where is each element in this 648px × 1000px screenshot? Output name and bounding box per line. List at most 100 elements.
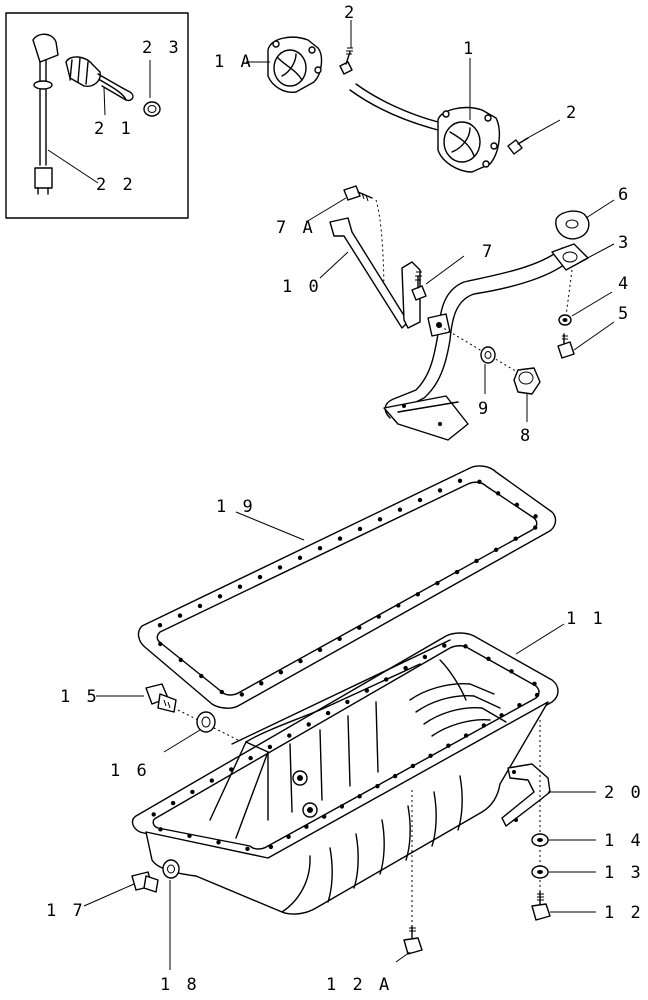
gasket-part-6	[555, 199, 615, 240]
bolt-hole	[517, 703, 522, 708]
bolt-part-12a	[395, 925, 423, 963]
callout-12: 1 2	[604, 903, 644, 923]
bolt-hole	[317, 647, 323, 653]
callout-10: 1 0	[282, 277, 322, 297]
callout-5: 5	[618, 304, 631, 324]
drain-plug-part-17	[83, 871, 159, 907]
callout-2-top: 2	[344, 3, 357, 23]
bolt-hole	[533, 514, 538, 519]
bolt-hole	[435, 581, 440, 586]
bolt-hole	[513, 536, 518, 541]
callout-17: 1 7	[46, 901, 86, 921]
bolt-hole	[286, 834, 291, 839]
bolt-part-7a	[305, 185, 385, 301]
bolt-hole	[457, 478, 463, 483]
heater-housing-part-1	[437, 58, 501, 173]
nut-part-8	[513, 367, 541, 422]
heater-element-part-21	[65, 56, 134, 102]
bolt-hole	[499, 713, 504, 718]
washer-part-4	[558, 291, 613, 326]
callout-15: 1 5	[60, 687, 100, 707]
bolt-hole	[199, 673, 204, 679]
callout-21: 2 1	[94, 119, 134, 139]
bolt-part-5	[557, 321, 615, 359]
bolt-hole	[533, 525, 538, 530]
bolt-hole	[248, 755, 253, 761]
bolt-hole	[177, 613, 183, 618]
bolt-hole	[239, 692, 244, 697]
bolt-hole	[375, 784, 380, 789]
bolt-hole	[477, 479, 482, 484]
bolt-hole	[357, 625, 362, 630]
callout-23: 2 3	[142, 38, 182, 58]
bolt-hole	[178, 657, 183, 663]
bolt-hole	[486, 656, 491, 661]
callout-9: 9	[478, 399, 491, 419]
bolt-hole	[197, 603, 203, 609]
bolt-hole	[339, 804, 345, 809]
bolt-hole	[297, 555, 303, 560]
bolt-hole	[514, 502, 520, 507]
bolt-hole	[357, 526, 363, 532]
bolt-hole	[190, 789, 195, 795]
bolt-hole	[392, 773, 398, 779]
heater-cord-part-22	[32, 33, 59, 195]
callout-7a: 7 A	[276, 218, 316, 238]
bolt-hole	[209, 778, 214, 783]
callout-7: 7	[482, 242, 495, 262]
callout-14: 1 4	[604, 831, 644, 851]
bolt-hole	[229, 767, 234, 772]
bolt-hole	[237, 584, 243, 589]
washer-part-13	[531, 865, 596, 879]
bolt-hole	[454, 569, 460, 575]
bolt-part-2-top	[339, 20, 353, 75]
callout-20: 2 0	[604, 783, 644, 803]
drain-plug-part-15	[96, 683, 239, 741]
gasket-washer-part-18	[162, 859, 180, 970]
bolt-hole	[532, 681, 537, 686]
heater-hose	[349, 83, 439, 131]
bolt-hole	[463, 733, 469, 738]
washer-part-9	[480, 346, 496, 394]
callout-18: 1 8	[160, 975, 200, 995]
callout-12a: 1 2 A	[326, 975, 392, 995]
bolt-hole	[245, 846, 250, 851]
bolt-hole	[474, 558, 479, 564]
bolt-hole	[337, 636, 342, 641]
bolt-hole	[317, 546, 323, 551]
bolt-hole	[268, 844, 274, 850]
bolt-hole	[158, 641, 163, 647]
bolt-hole	[403, 665, 408, 671]
bolt-hole	[151, 812, 156, 817]
heater-housing-part-1a	[246, 36, 323, 93]
bolt-hole	[257, 574, 263, 580]
bolt-hole	[219, 689, 224, 695]
bolt-hole	[337, 536, 343, 541]
bolt-hole	[493, 547, 499, 552]
bolt-hole	[304, 824, 309, 829]
bolt-hole	[410, 763, 416, 769]
pan-bolt-holes	[151, 643, 540, 851]
bolt-hole	[534, 692, 540, 698]
bolt-hole	[422, 654, 428, 660]
bolt-hole	[384, 677, 389, 682]
callout-13: 1 3	[604, 863, 644, 883]
callout-8: 8	[520, 426, 533, 446]
bolt-hole	[298, 658, 303, 664]
washer-part-14	[531, 833, 596, 847]
oil-tube-part-3	[383, 243, 615, 441]
bolt-hole	[325, 710, 331, 716]
callout-4: 4	[618, 274, 631, 294]
inset-box	[5, 12, 189, 219]
bolt-hole	[278, 670, 284, 675]
callout-2-right: 2	[566, 103, 579, 123]
bolt-hole	[216, 840, 221, 845]
bolt-hole	[287, 733, 292, 738]
bolt-hole	[306, 722, 311, 727]
callout-1: 1	[463, 39, 476, 59]
bolt-hole	[158, 827, 163, 832]
bolt-hole	[170, 800, 176, 806]
bolt-hole	[446, 743, 451, 748]
callout-11: 1 1	[566, 609, 606, 629]
